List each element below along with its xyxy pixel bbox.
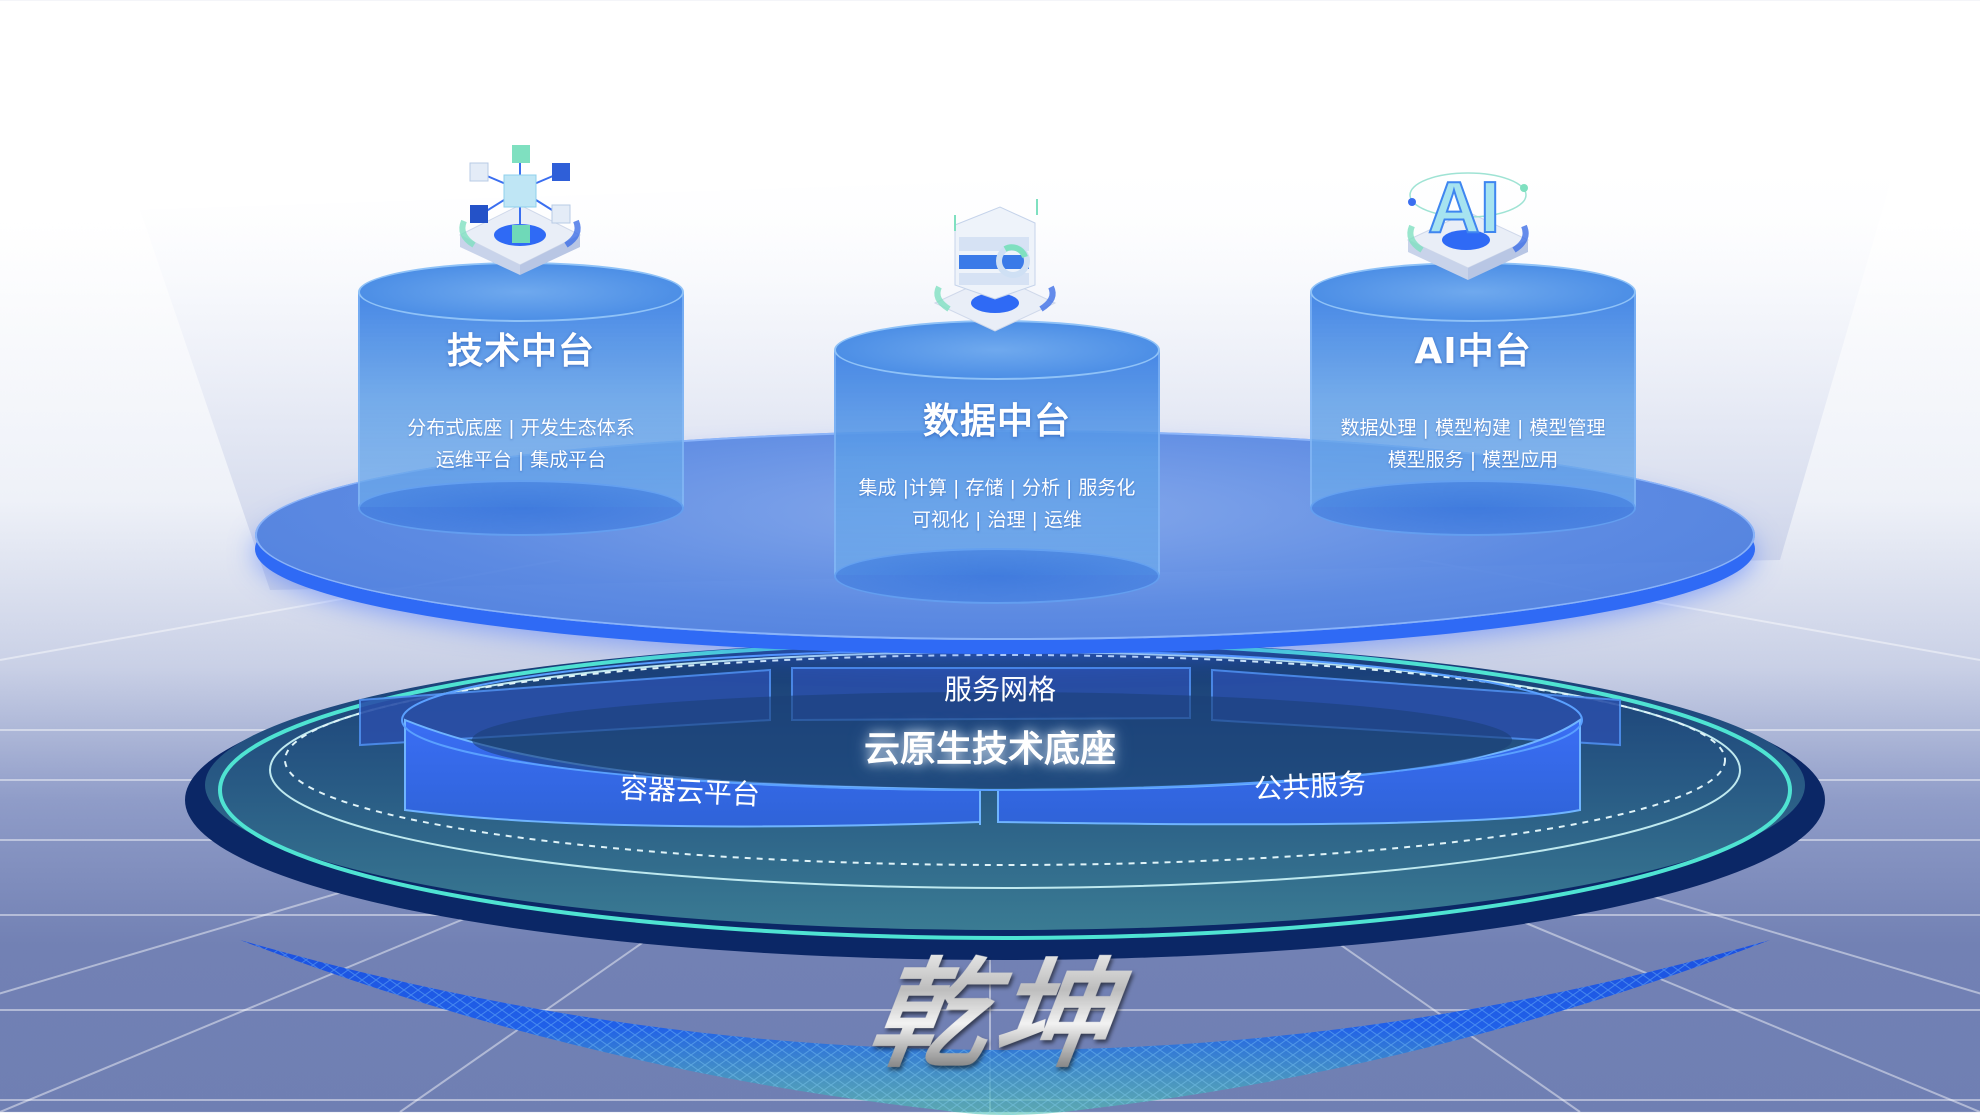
ai-letters-icon: AI — [1406, 167, 1530, 280]
qiankun-logo: 乾坤 — [843, 930, 1147, 1100]
module-title: AI中台 — [1414, 331, 1532, 372]
module-desc-line-2: 运维平台 | 集成平台 — [435, 449, 607, 471]
base-segment-public-services: 公共服务 — [1253, 767, 1367, 806]
module-title: 技术中台 — [446, 331, 595, 372]
module-desc-line-2: 模型服务 | 模型应用 — [1387, 449, 1559, 471]
module-tech-platform: 技术中台 分布式底座 | 开发生态体系 运维平台 | 集成平台 — [358, 262, 684, 536]
module-desc-line-1: 数据处理 | 模型构建 | 模型管理 — [1340, 417, 1606, 439]
module-ai-platform: AI中台 数据处理 | 模型构建 | 模型管理 模型服务 | 模型应用 — [1310, 262, 1636, 536]
base-title: 云原生技术底座 — [863, 729, 1116, 770]
module-desc-line-1: 分布式底座 | 开发生态体系 — [407, 417, 635, 439]
module-desc-line-2: 可视化 | 治理 | 运维 — [912, 509, 1082, 531]
base-segment-service-mesh: 服务网格 — [943, 673, 1056, 706]
network-cubes-icon — [458, 145, 582, 275]
server-stack-icon — [933, 199, 1057, 332]
cloud-native-base-platform — [185, 640, 1825, 1115]
module-data-platform: 数据中台 集成 |计算 | 存储 | 分析 | 服务化 可视化 | 治理 | 运… — [834, 320, 1160, 604]
module-title: 数据中台 — [922, 401, 1071, 442]
svg-text:AI: AI — [1428, 168, 1500, 248]
module-desc-line-1: 集成 |计算 | 存储 | 分析 | 服务化 — [858, 477, 1136, 499]
